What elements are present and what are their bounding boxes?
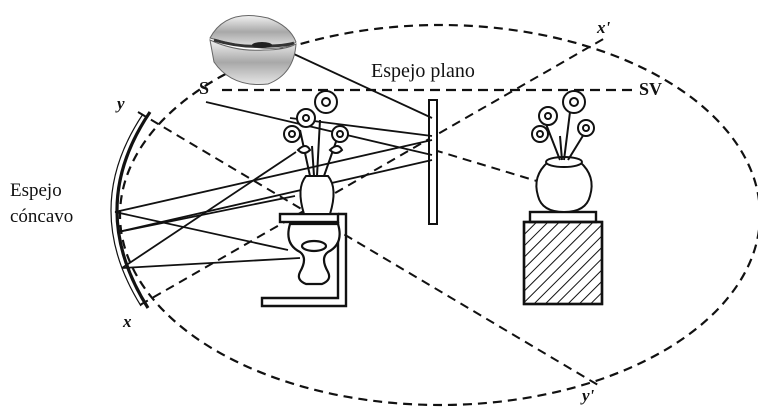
point-y-label: y — [117, 94, 125, 113]
inverted-vase — [287, 222, 341, 286]
stand-right — [522, 210, 604, 306]
virtual-ray — [433, 149, 541, 183]
concave-mirror — [115, 111, 152, 309]
concave-mirror-inner — [110, 113, 144, 307]
point-x-prime-label: x' — [597, 18, 611, 37]
flowers-right — [531, 90, 595, 214]
concave-mirror-label: Espejo cóncavo — [10, 178, 73, 230]
point-x-label: x — [123, 312, 132, 331]
point-s-label: S — [199, 78, 210, 98]
dashed-ellipse — [118, 23, 758, 407]
concave-mirror-label-line2: cóncavo — [10, 206, 74, 227]
flat-mirror-label: Espejo plano — [371, 60, 475, 82]
concave-mirror-label-line1: Espejo — [10, 180, 62, 201]
flat-mirror — [428, 99, 438, 225]
point-y-prime-label: y' — [582, 386, 595, 405]
light-rays — [114, 41, 433, 269]
lips-icon — [209, 15, 297, 86]
flowers-left — [283, 90, 349, 215]
point-sv-label: SV — [639, 79, 663, 99]
